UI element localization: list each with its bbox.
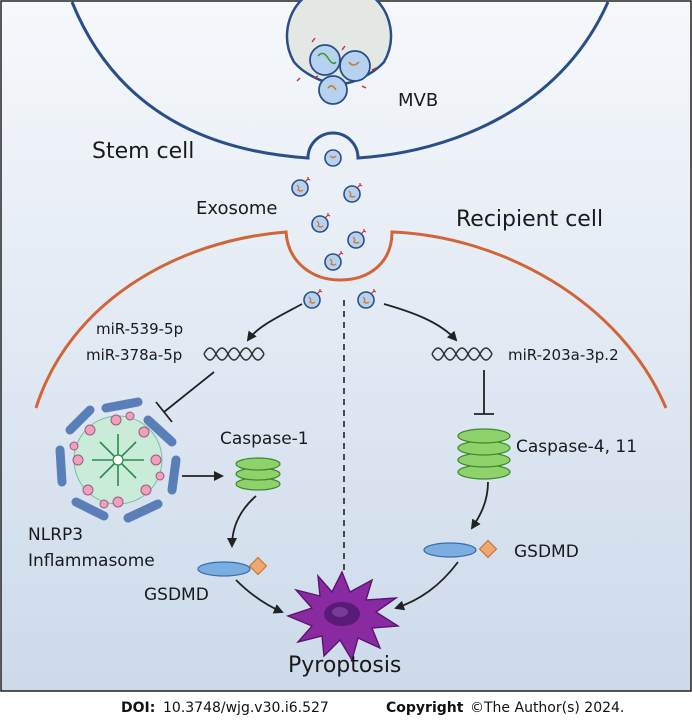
- copyright-value: ©The Author(s) 2024.: [470, 700, 625, 716]
- mir-378-label: miR-378a-5p: [86, 346, 182, 364]
- arrow-to-left-mirna: [246, 303, 303, 342]
- stem-cell-membrane: [70, 1, 610, 160]
- doi-value[interactable]: 10.3748/wjg.v30.i6.527: [163, 700, 329, 716]
- inhibition-caspase4: [474, 370, 494, 415]
- caspase-1-label: Caspase-1: [220, 429, 309, 449]
- stem-cell-label: Stem cell: [92, 139, 194, 164]
- nlrp3-inflammasome-icon: [55, 397, 181, 523]
- gsdmd-right-label: GSDMD: [514, 542, 579, 562]
- inflammasome-label: Inflammasome: [28, 551, 155, 571]
- arrow-caspase1-to-gsdmd: [227, 495, 257, 548]
- copyright-label: Copyright: [386, 700, 464, 716]
- doi-label: DOI:: [121, 700, 156, 716]
- caspase-1-icon: [235, 457, 281, 491]
- mvb-compartment: [285, 0, 393, 105]
- arrow-to-right-mirna: [383, 303, 458, 342]
- mir-203-label: miR-203a-3p.2: [508, 346, 619, 364]
- arrow-gsdmd-left-to-pyroptosis: [235, 579, 284, 614]
- pyroptotic-cell-icon: [286, 570, 401, 662]
- gsdmd-left-icon: [197, 556, 268, 577]
- nlrp3-label: NLRP3: [28, 525, 83, 545]
- caspase-4-11-label: Caspase-4, 11: [516, 437, 637, 457]
- gsdmd-right-icon: [423, 539, 498, 559]
- caspase-4-11-icon: [457, 428, 511, 480]
- arrow-caspase4-to-gsdmd: [470, 481, 489, 530]
- citation-footer: DOI: 10.3748/wjg.v30.i6.527 Copyright ©T…: [0, 692, 692, 723]
- recipient-cell-membrane: [34, 230, 668, 409]
- mvb-label: MVB: [398, 90, 438, 111]
- mir-539-label: miR-539-5p: [96, 320, 183, 338]
- recipient-cell-label: Recipient cell: [456, 207, 603, 232]
- arrow-gsdmd-right-to-pyroptosis: [394, 561, 459, 611]
- figure-background: [0, 0, 692, 692]
- inhibition-nlrp3: [155, 371, 215, 423]
- pyroptosis-label: Pyroptosis: [288, 653, 401, 678]
- exosome-label: Exosome: [196, 198, 277, 219]
- gsdmd-left-label: GSDMD: [144, 585, 209, 605]
